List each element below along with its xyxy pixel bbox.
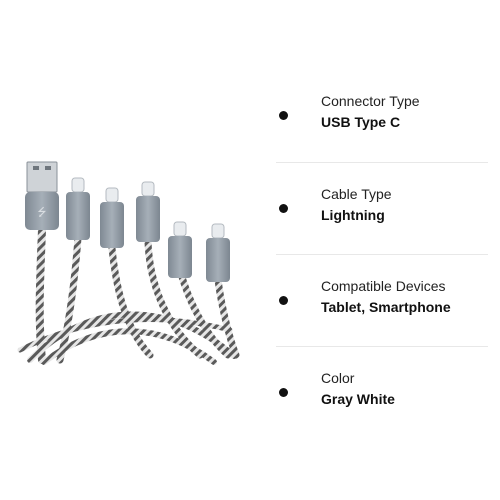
spec-list: Connector Type USB Type C Cable Type Lig… (276, 70, 488, 438)
usb-connector: ⭍ (25, 161, 59, 230)
spec-value: Gray White (321, 391, 395, 407)
svg-text:⭍: ⭍ (37, 206, 46, 219)
spec-connector-type: Connector Type USB Type C (276, 70, 488, 162)
bullet-icon (279, 388, 288, 397)
spec-label: Cable Type (321, 186, 392, 202)
bullet-icon (279, 296, 288, 305)
spec-label: Color (321, 370, 355, 386)
spec-label: Compatible Devices (321, 278, 446, 294)
bullet-icon (279, 204, 288, 213)
spec-label: Connector Type (321, 93, 420, 109)
spec-color: Color Gray White (276, 346, 488, 438)
bullet-icon (279, 111, 288, 120)
spec-value: USB Type C (321, 114, 401, 130)
lightning-connectors (66, 177, 230, 282)
braided-charging-cables-icon: ⭍ (17, 161, 240, 365)
spec-compatible-devices: Compatible Devices Tablet, Smartphone (276, 254, 488, 346)
spec-cable-type: Cable Type Lightning (276, 162, 488, 254)
spec-value: Tablet, Smartphone (321, 299, 451, 315)
spec-value: Lightning (321, 207, 385, 223)
